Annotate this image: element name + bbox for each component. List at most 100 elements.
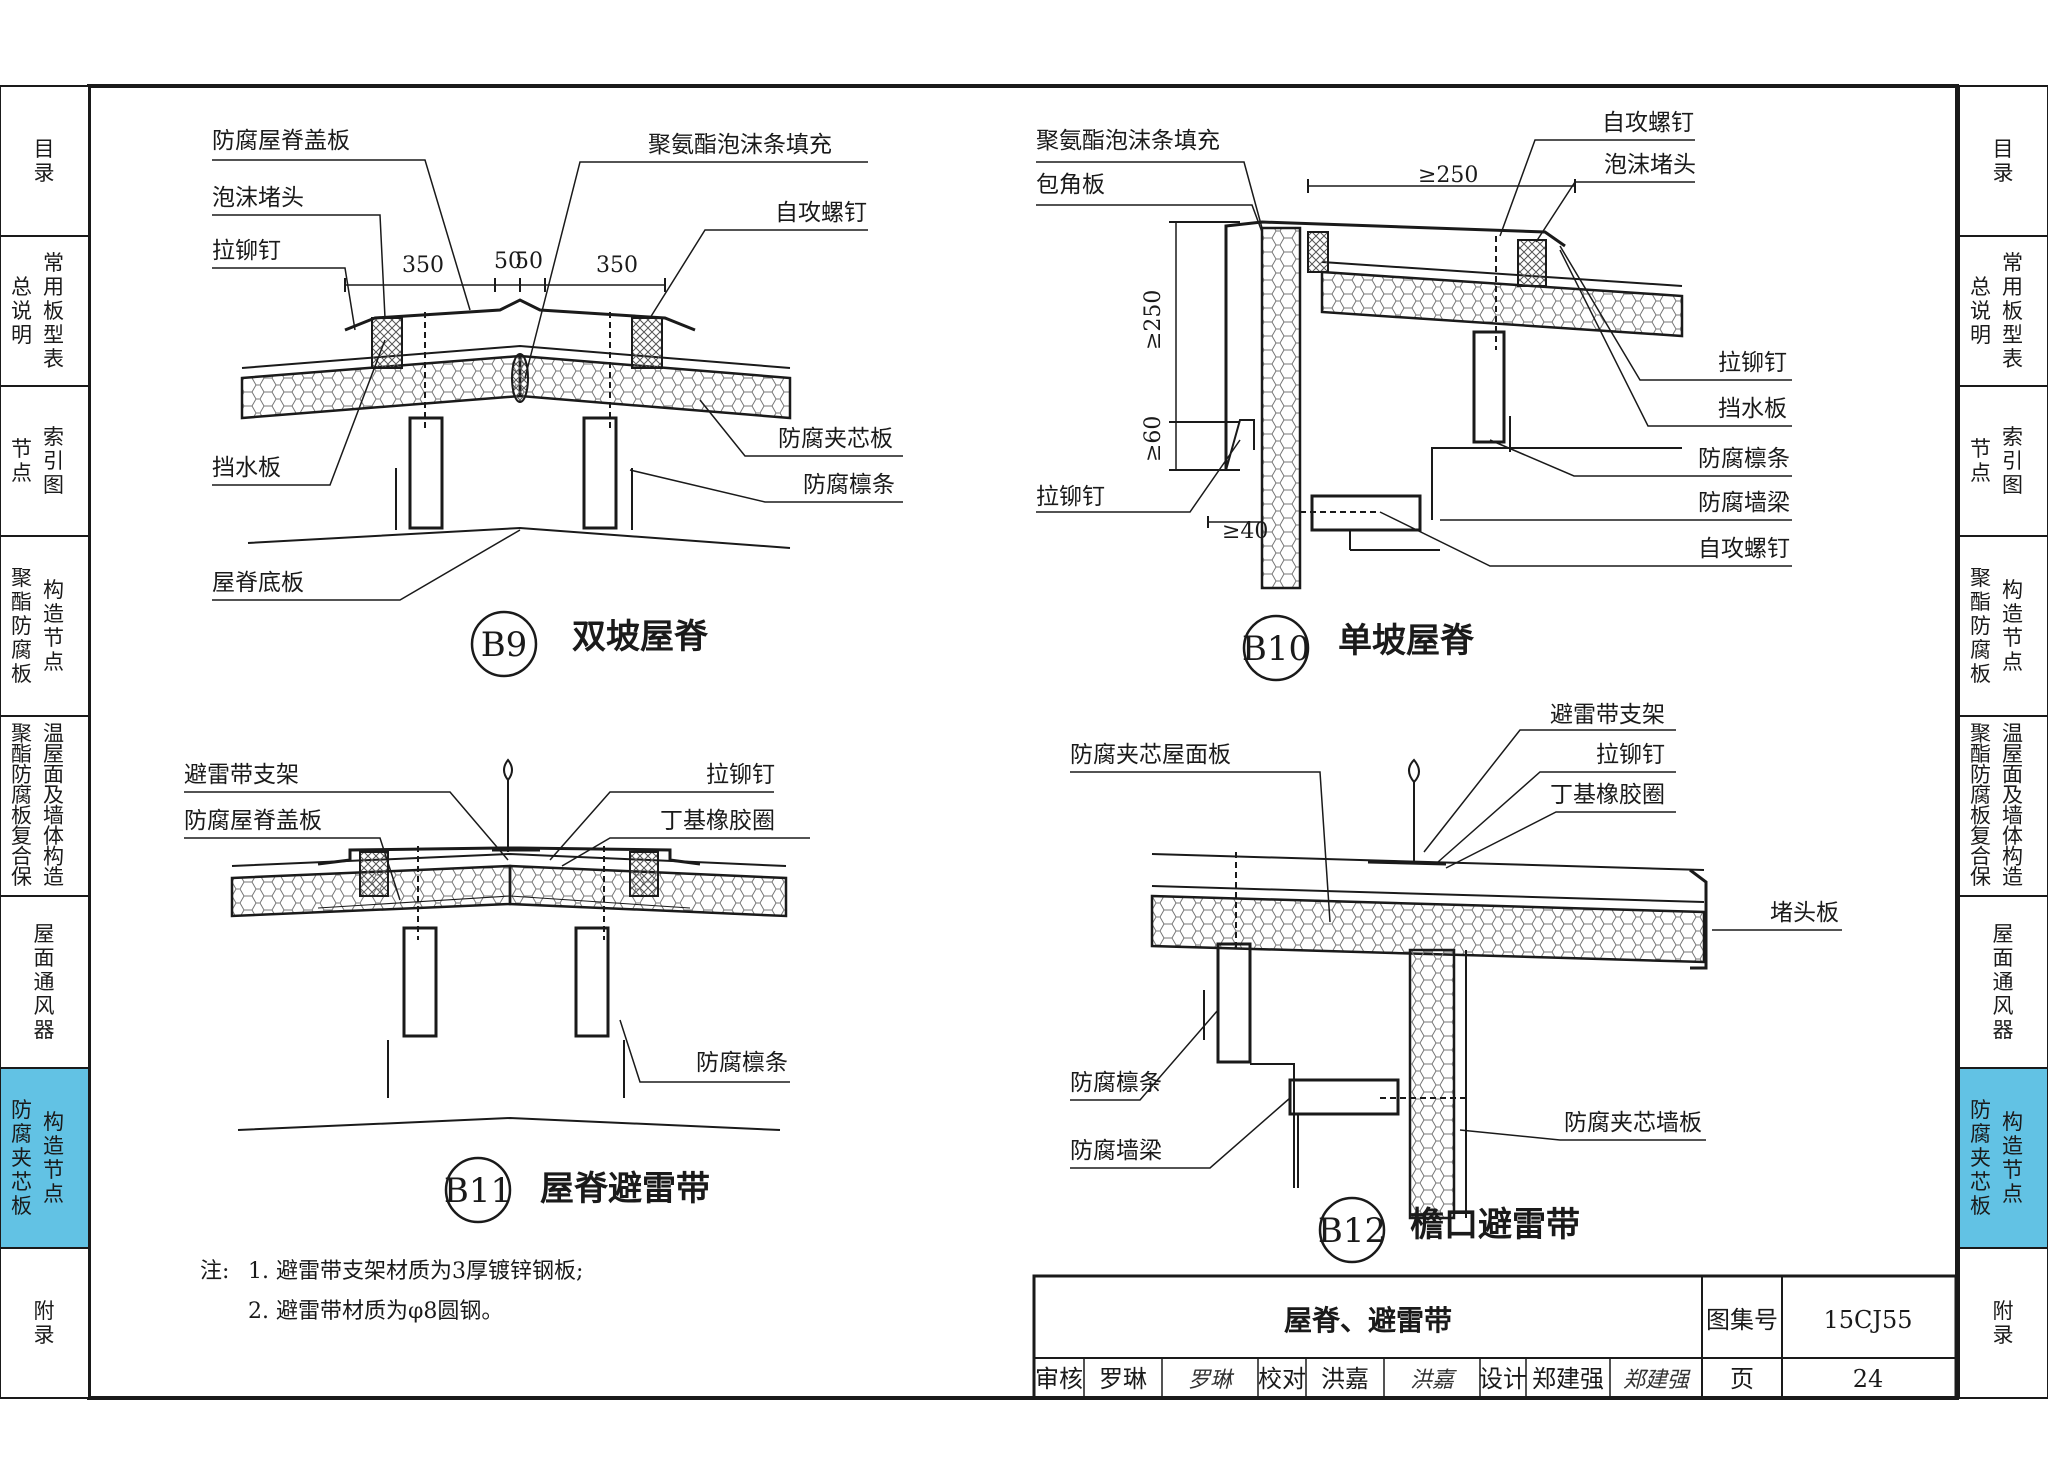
b11-label-purlin: 防腐檩条 — [696, 1050, 788, 1076]
side-tab-4[interactable] — [0, 715, 90, 897]
b10-label-pu-fill: 聚氨酯泡沫条填充 — [1036, 128, 1220, 154]
atlas-label: 图集号 — [1706, 1306, 1778, 1334]
b9-label-sandwich: 防腐夹芯板 — [778, 426, 893, 452]
b9-dim-mid-a: 50 — [494, 249, 522, 274]
side-tab-label-7-0: 附录 — [34, 1299, 56, 1347]
atlas-number: 15CJ55 — [1823, 1306, 1912, 1334]
b9-dim-mid-b: 50 — [515, 249, 543, 274]
b9-label-foam-plug: 泡沫堵头 — [212, 185, 304, 211]
side-tab-0[interactable] — [0, 85, 90, 237]
side-tab-label-4-1: 温屋面及墙体构造 — [2002, 721, 2024, 889]
side-tab-1[interactable] — [1958, 235, 2048, 387]
b11-mark-circle — [444, 1156, 512, 1224]
b11-purlin-left — [402, 926, 438, 1038]
b9-label-rivet: 拉铆钉 — [212, 238, 281, 264]
side-tab-0[interactable] — [1958, 85, 2048, 237]
b10-label-rivet-l: 拉铆钉 — [1036, 484, 1105, 510]
b12-roof-panel — [1150, 894, 1706, 964]
side-tab-label-6-0: 防腐夹芯板 — [1970, 1098, 1992, 1218]
b10-label-purlin: 防腐檩条 — [1698, 446, 1790, 472]
side-tab-label-6-1: 构造节点 — [43, 1110, 65, 1206]
b11-caption: 屋脊避雷带 — [540, 1169, 710, 1209]
check-label: 校对 — [1258, 1365, 1306, 1393]
reviewer-signature: 罗琳 — [1188, 1368, 1235, 1393]
b12-wall-panel — [1408, 948, 1456, 1220]
b10-label-corner: 包角板 — [1036, 172, 1105, 198]
b9-label-water-stop: 挡水板 — [212, 455, 281, 481]
note-1: 1. 避雷带支架材质为3厚镀锌钢板; — [248, 1259, 583, 1284]
b12-label-roof-panel: 防腐夹芯屋面板 — [1070, 742, 1231, 768]
b12-purlin — [1216, 942, 1252, 1064]
b11-label-ridge-cap: 防腐屋脊盖板 — [184, 808, 322, 834]
side-tab-3[interactable] — [1958, 535, 2048, 717]
b11-label-rivet: 拉铆钉 — [706, 762, 775, 788]
side-tab-label-6-1: 构造节点 — [2002, 1110, 2024, 1206]
b12-label-rivet: 拉铆钉 — [1596, 742, 1665, 768]
detail-b9-text: 防腐屋脊盖板 泡沫堵头 拉铆钉 聚氨酯泡沫条填充 自攻螺钉 挡水板 防腐夹芯板 … — [212, 128, 895, 665]
side-tab-5[interactable] — [1958, 895, 2048, 1069]
side-tab-label-0-0: 目录 — [1993, 137, 2015, 185]
detail-b11-text: 避雷带支架 防腐屋脊盖板 拉铆钉 丁基橡胶圈 防腐檩条 B11 屋脊避雷带 — [184, 762, 788, 1211]
detail-b12-text: 防腐夹芯屋面板 避雷带支架 拉铆钉 丁基橡胶圈 堵头板 防腐檩条 防腐墙梁 防腐… — [1070, 702, 1839, 1251]
side-tab-label-3-0: 聚酯防腐板 — [1970, 566, 1992, 686]
side-tab-label-2-1: 索引图 — [2002, 425, 2024, 497]
side-tab-label-4-0: 聚酯防腐板复合保 — [1970, 721, 1992, 889]
b10-corner-flashing — [1224, 220, 1566, 470]
side-tab-label-4-0: 聚酯防腐板复合保 — [11, 721, 33, 889]
b9-mark: B9 — [481, 625, 528, 665]
detail-b10 — [1036, 139, 1792, 682]
side-tab-2[interactable] — [1958, 385, 2048, 537]
notes: 注: 1. 避雷带支架材质为3厚镀锌钢板; 2. 避雷带材质为φ8圆钢。 — [200, 1259, 583, 1324]
b9-caption: 双坡屋脊 — [572, 617, 709, 657]
page-number: 24 — [1853, 1365, 1884, 1393]
side-tab-6[interactable] — [0, 1067, 90, 1249]
design-label: 设计 — [1479, 1365, 1527, 1393]
b11-label-bracket: 避雷带支架 — [184, 762, 299, 788]
b11-ridge-cap — [317, 846, 701, 866]
side-tab-label-2-1: 索引图 — [43, 425, 65, 497]
side-tab-label-6-0: 防腐夹芯板 — [11, 1098, 33, 1218]
note-2: 2. 避雷带材质为φ8圆钢。 — [248, 1299, 503, 1324]
b9-purlin-left — [408, 416, 444, 530]
b12-label-bracket: 避雷带支架 — [1550, 702, 1665, 728]
b9-label-pu-fill: 聚氨酯泡沫条填充 — [648, 132, 832, 158]
designer-signature: 郑建强 — [1623, 1368, 1691, 1393]
side-tab-3[interactable] — [0, 535, 90, 717]
b12-mark-circle — [1318, 1196, 1386, 1264]
side-tab-4[interactable] — [1958, 715, 2048, 897]
b10-dim-small: ≥60 — [1141, 416, 1166, 462]
b10-label-foam-plug: 泡沫堵头 — [1604, 152, 1696, 178]
b12-label-wall-panel: 防腐夹芯墙板 — [1564, 1110, 1702, 1136]
side-tab-label-3-0: 聚酯防腐板 — [11, 566, 33, 686]
side-tab-2[interactable] — [0, 385, 90, 537]
side-tab-7[interactable] — [0, 1247, 90, 1399]
side-tab-7[interactable] — [1958, 1247, 2048, 1399]
b10-label-water-stop: 挡水板 — [1718, 396, 1787, 422]
b9-label-screw: 自攻螺钉 — [775, 200, 867, 226]
b9-foam-plug-right — [631, 317, 663, 369]
b9-dim-left: 350 — [402, 253, 444, 278]
side-tab-label-3-1: 构造节点 — [43, 578, 65, 674]
b12-label-wall-beam: 防腐墙梁 — [1070, 1138, 1162, 1164]
side-tab-label-3-1: 构造节点 — [2002, 578, 2024, 674]
b12-mark: B12 — [1318, 1211, 1386, 1251]
b10-label-screw-bot: 自攻螺钉 — [1698, 536, 1790, 562]
side-tab-6[interactable] — [1958, 1067, 2048, 1249]
b10-dim-vert: ≥250 — [1141, 290, 1166, 350]
side-tab-label-4-1: 温屋面及墙体构造 — [43, 721, 65, 889]
reviewer: 罗琳 — [1099, 1365, 1147, 1393]
b10-dim-top: ≥250 — [1418, 163, 1478, 188]
detail-b12 — [1070, 729, 1842, 1264]
b12-label-purlin: 防腐檩条 — [1070, 1070, 1162, 1096]
b10-dim-bottom: ≥40 — [1222, 519, 1268, 544]
side-tab-1[interactable] — [0, 235, 90, 387]
side-tab-5[interactable] — [0, 895, 90, 1069]
b10-wall-panel — [1260, 226, 1302, 590]
side-tab-label-1-1: 常用板型表 — [43, 251, 65, 371]
b9-mark-circle — [470, 610, 538, 678]
side-tab-label-2-0: 节点 — [1970, 437, 1992, 485]
b11-mark: B11 — [444, 1171, 512, 1211]
b12-label-end-plate: 堵头板 — [1770, 900, 1839, 926]
title-block — [1032, 1274, 1958, 1400]
